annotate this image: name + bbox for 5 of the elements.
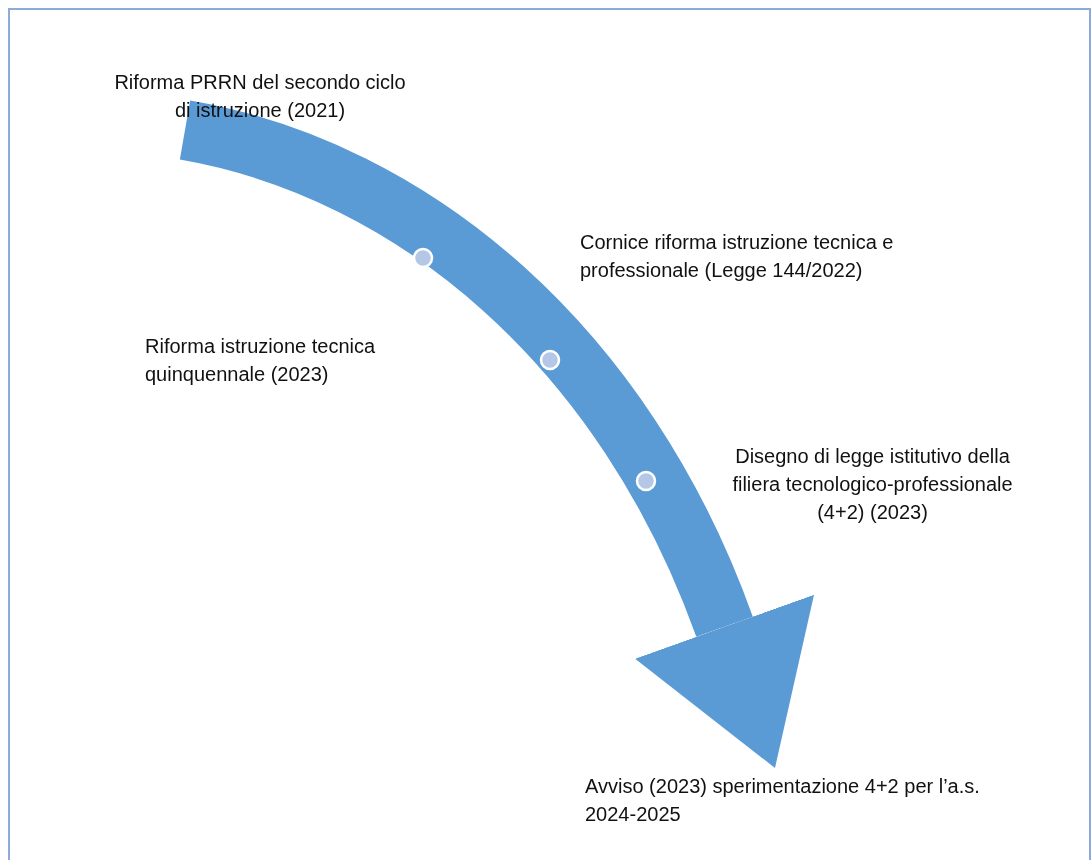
timeline-text: Riforma istruzione tecnica quinquennale (2023) <box>145 332 415 388</box>
timeline-text: Riforma PRRN del secondo ciclo di istruzione (2021) <box>110 68 410 124</box>
timeline-text: Disegno di legge istitutivo della filiera tecnologico-professionale (4+2) (2023) <box>725 442 1020 526</box>
timeline-text: Cornice riforma istruzione tecnica e professionale (Legge 144/2022) <box>580 228 980 284</box>
timeline-text: Avviso (2023) sperimentazione 4+2 per l’a.s. 2024-2025 <box>585 772 1010 828</box>
